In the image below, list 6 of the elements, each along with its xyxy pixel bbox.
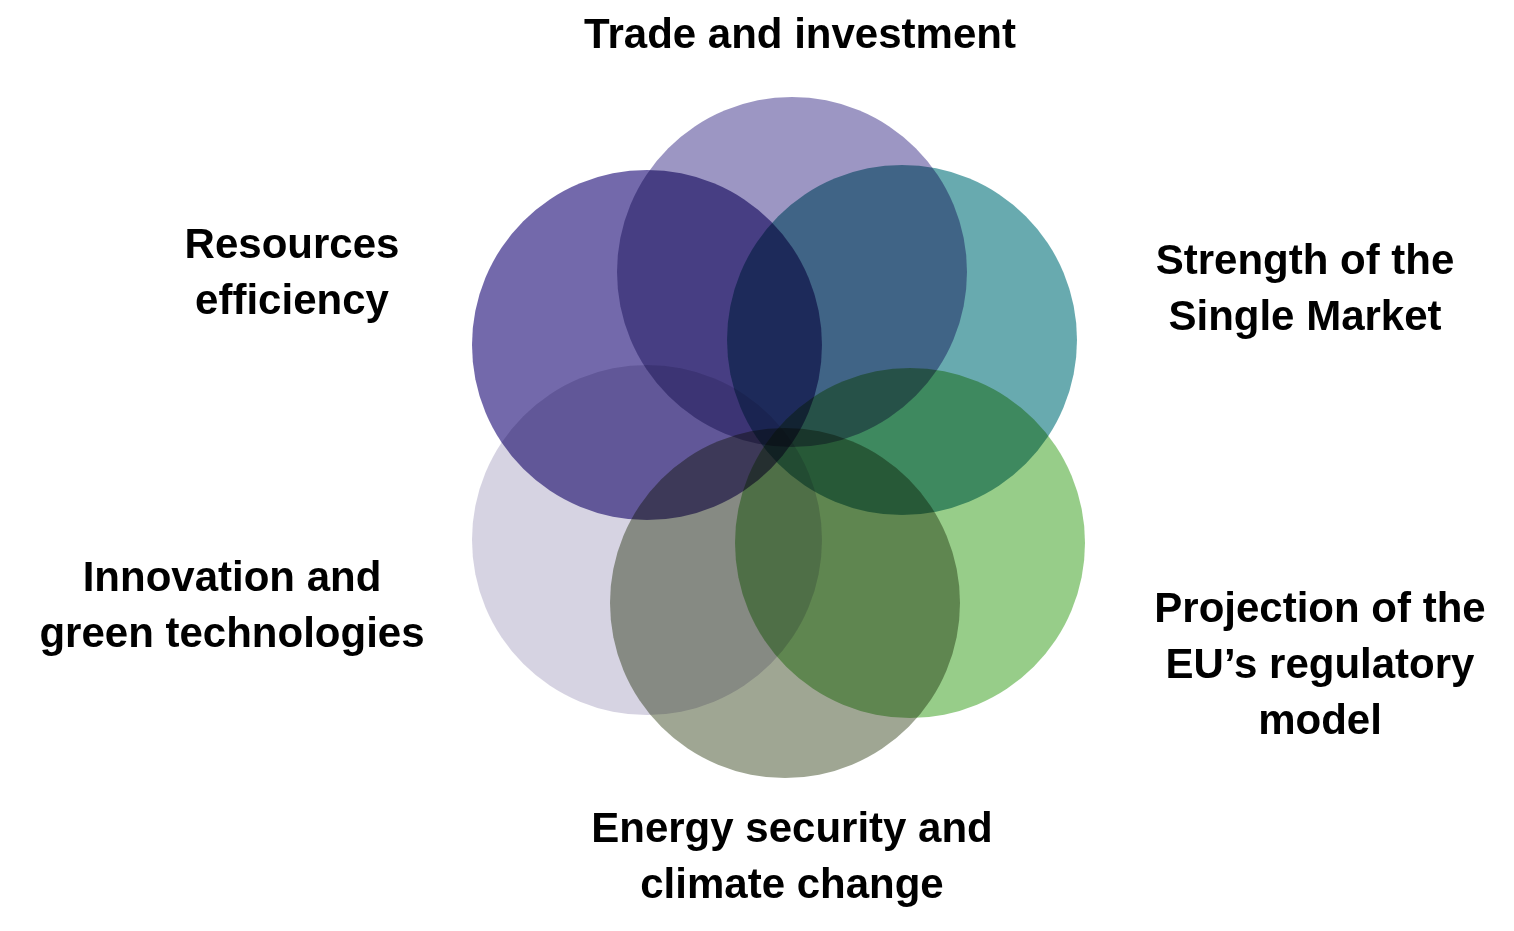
circle-label: Resources efficiency [183,219,401,325]
circle-label: Projection of the EU’s regulatory model [1153,583,1487,745]
circle-label: Strength of the Single Market [1154,235,1456,341]
circle-label: Innovation and green technologies [38,552,426,658]
circle-label: Trade and investment [583,9,1017,59]
circle-label: Energy security and climate change [590,803,994,909]
